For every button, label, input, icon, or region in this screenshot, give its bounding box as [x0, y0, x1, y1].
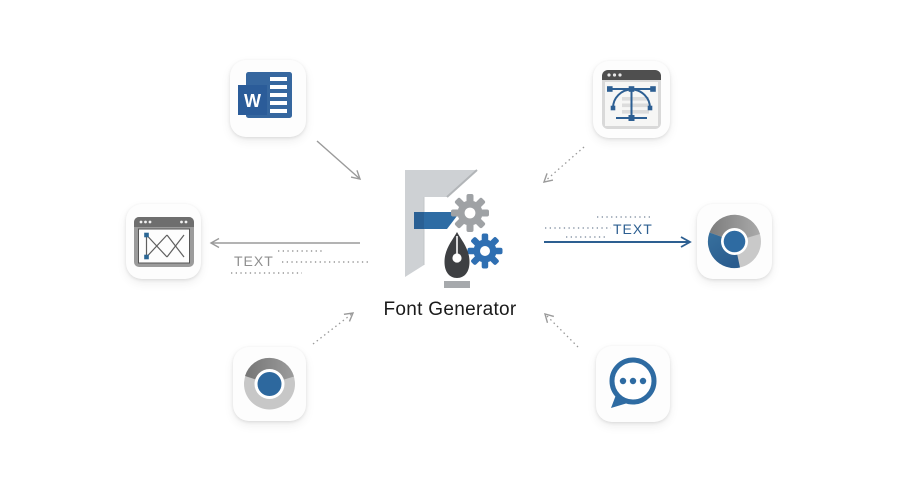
- arrow-word-to-generator: [316, 140, 362, 180]
- node-chromium-app: [233, 347, 306, 421]
- gear-blue-icon: [467, 233, 503, 269]
- flow-label-right-text: TEXT: [613, 221, 653, 237]
- arrow-vector-editor-to-generator: [542, 146, 585, 183]
- chromium-browser-icon: [707, 214, 761, 269]
- word-document-icon: W: [238, 72, 292, 118]
- vector-editor-icon: [602, 70, 661, 129]
- diagram-title: Font Generator: [383, 299, 517, 320]
- letter-f-shape: [405, 169, 478, 277]
- chromium-app-icon: [244, 357, 295, 410]
- gear-gray-icon: [451, 194, 489, 232]
- node-chat-app: [596, 346, 670, 422]
- node-chromium-browser: [697, 204, 772, 279]
- node-vector-editor: [593, 61, 670, 138]
- glyph-path-drawing: [145, 234, 185, 258]
- document-lines: [270, 77, 287, 113]
- node-word-document: W: [230, 60, 306, 137]
- chat-bubble-icon: [609, 357, 657, 408]
- word-letter: W: [244, 91, 261, 111]
- flow-label-left-text: TEXT: [234, 253, 274, 269]
- node-browser-wireframe: [126, 204, 201, 279]
- browser-wireframe-icon: [134, 217, 194, 267]
- pen-nib-icon: [444, 232, 470, 288]
- font-generator-logo: [405, 169, 503, 288]
